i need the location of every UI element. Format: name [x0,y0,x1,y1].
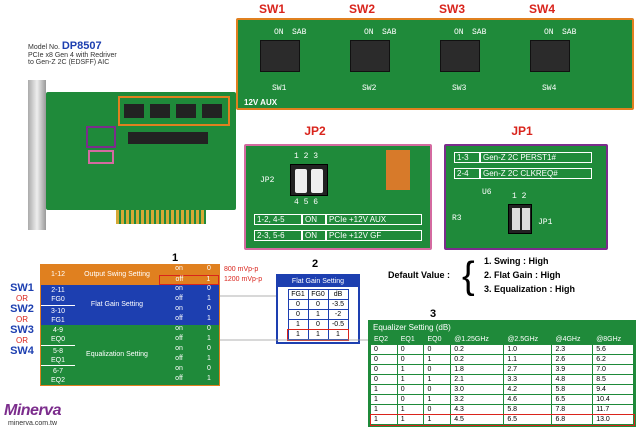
default-brace: { [462,255,475,297]
swing-mv-low: 800 mVp-p [224,266,259,273]
sw-name-1: SW1 [10,282,34,294]
logo-text: Minerva [4,402,61,419]
model-number: DP8507 [61,40,102,52]
group-flat-gain: Flat Gain Setting [75,285,159,325]
default-label: Default Value : [388,270,451,280]
sw-name-4: SW4 [10,345,34,357]
default-item-3: 3. Equalization : High [484,284,576,294]
bracket [28,80,46,230]
board-photo [28,80,236,230]
product-desc-2: to Gen-Z 2C (EDSFF) AIC [28,59,110,66]
minerva-logo: Minerva minerva.com.tw [4,402,61,427]
aux-label: 12V AUX [244,98,278,107]
product-label: Model No. DP8507 PCIe x8 Gen 4 with Redr… [28,40,148,66]
jp1-board-label: JP1 [538,218,553,227]
sw1-dip: ON SAB SW1 [252,28,312,98]
sw1-board-label: SW1 [272,84,287,93]
pin-1-12: 1-12 [41,265,75,285]
sw3-title: SW3 [438,2,465,16]
flat-gain-title: Flat Gain Setting [278,276,358,287]
default-values: Default Value : { 1. Swing : High 2. Fla… [388,255,628,300]
equalizer-title: Equalizer Setting (dB) [370,322,634,334]
jp1-pins: 1 2 [512,192,527,201]
sw-or-2: OR [16,315,28,324]
sw-names: SW1 OR SW2 OR SW3 OR SW4 [4,282,40,357]
model-prefix: Model No. [28,44,60,51]
sw3-board-label: SW3 [452,84,467,93]
sw-or-3: OR [16,336,28,345]
jp1-jumper [508,204,532,234]
jumper-highlight [86,126,116,148]
jp1-r3-label: R3 [452,214,462,223]
jp2-pins-bottom: 4 5 6 [294,198,319,207]
callout-1: 1 [172,252,179,264]
sw4-board-label: SW4 [542,84,557,93]
jp2-title: JP2 [304,124,326,138]
jp1-u6-label: U6 [482,188,492,197]
group-eq: Equalization Setting [75,325,159,385]
jp2-onboard-dip [386,150,410,190]
sw-name-2: SW2 [10,303,34,315]
product-desc-1: PCIe x8 Gen 4 with Redriver [28,52,117,59]
sw4-title: SW4 [528,2,555,16]
swing-mv-high: 1200 mVp-p [224,276,263,283]
jp2-board-label: JP2 [260,176,275,185]
sw4-dip: ON SAB SW4 [522,28,582,98]
default-item-2: 2. Flat Gain : High [484,270,561,280]
callout-3: 3 [430,308,437,320]
sw2-dip: ON SAB SW2 [342,28,402,98]
logo-url: minerva.com.tw [8,420,58,427]
edsff-connector [128,132,208,144]
group-col: Output Swing Setting Flat Gain Setting E… [75,265,159,385]
switch-highlight [118,96,230,126]
jp2-jumper [290,164,328,196]
sw2-board-label: SW2 [362,84,377,93]
sw2-title: SW2 [348,2,375,16]
jp2-pins-top: 1 2 3 [294,152,319,161]
callout-2: 2 [312,258,319,270]
group-swing: Output Swing Setting [75,265,159,285]
sw3-dip: ON SAB SW3 [432,28,492,98]
pcie-connector [116,210,206,224]
jp1-title: JP1 [511,124,533,138]
sw1-title: SW1 [258,2,285,16]
sw-name-3: SW3 [10,324,34,336]
jp2-highlight [88,150,114,164]
sw-or-1: OR [16,294,28,303]
default-item-1: 1. Swing : High [484,256,549,266]
